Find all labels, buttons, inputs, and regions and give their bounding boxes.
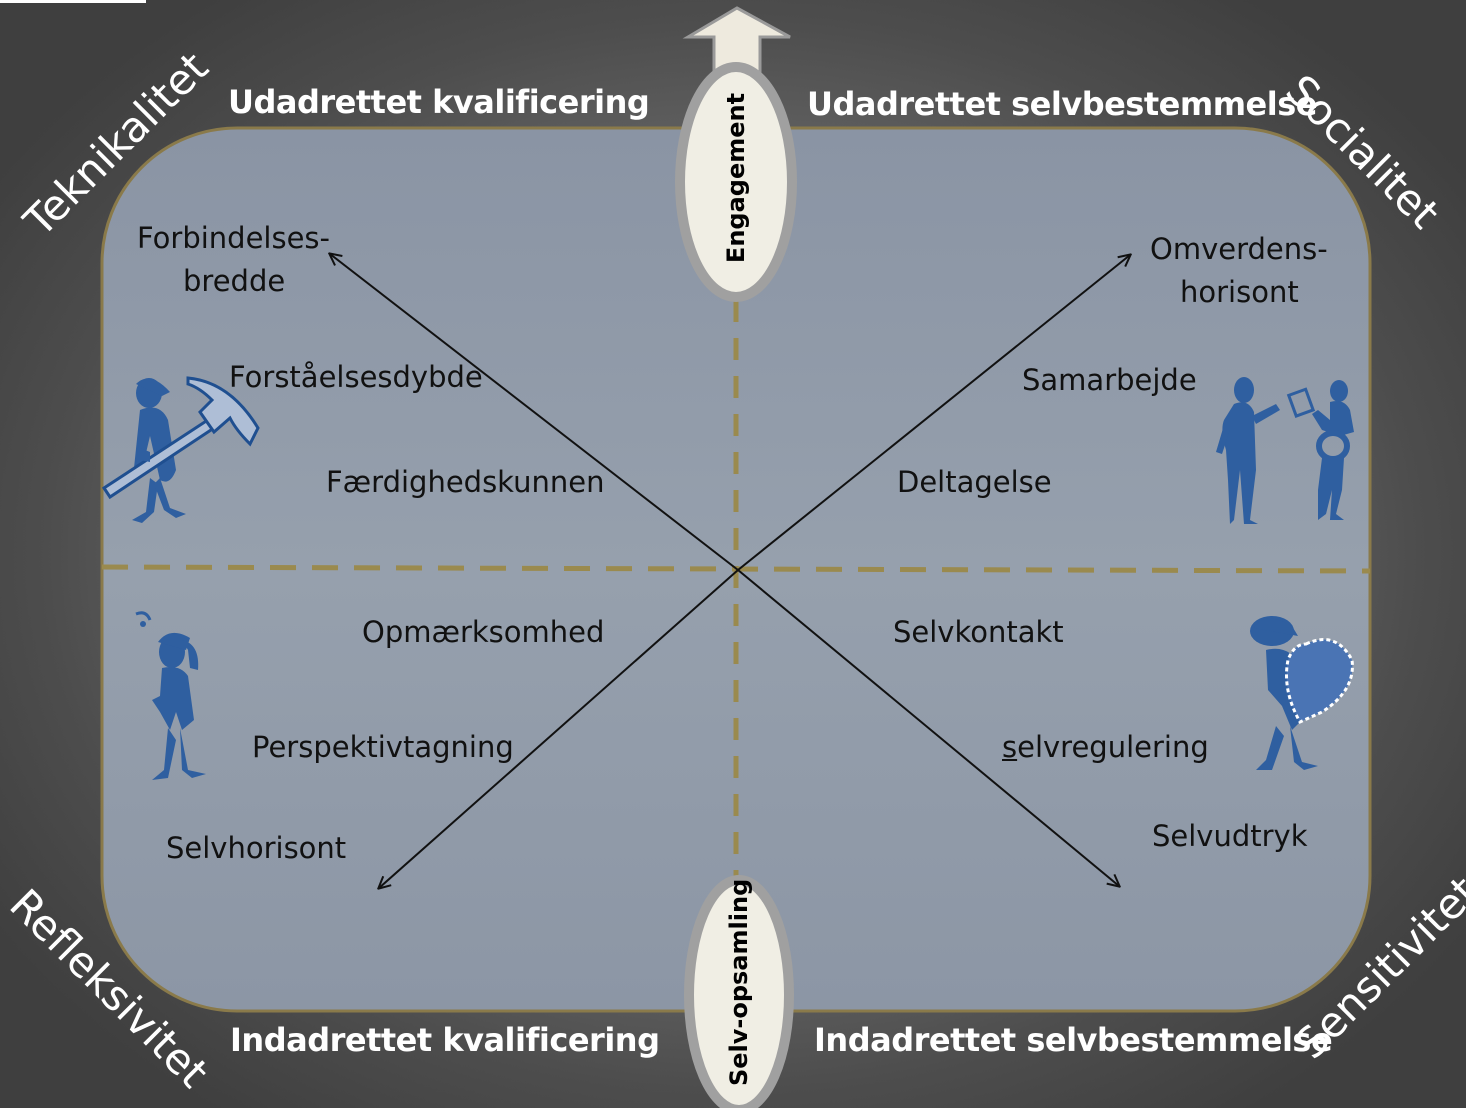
item-omverdens: Omverdens- <box>1150 232 1328 266</box>
arrow-to-selvudtryk <box>737 569 1119 886</box>
item-forstaelsesdybde: Forståelsesdybde <box>229 360 483 394</box>
item-selvkontakt: Selvkontakt <box>893 615 1064 649</box>
item-opmaerksomhed: Opmærksomhed <box>362 615 605 649</box>
item-deltagelse: Deltagelse <box>897 465 1052 499</box>
item-samarbejde: Samarbejde <box>1022 363 1197 397</box>
item-selvudtryk: Selvudtryk <box>1152 819 1308 853</box>
item-selvhorisont: Selvhorisont <box>166 831 347 865</box>
axis-label-engagement: Engagement <box>722 92 750 264</box>
people-collaborating-icon <box>1216 377 1354 524</box>
item-faerdighedskunnen: Færdighedskunnen <box>326 465 605 499</box>
up-arrow-icon <box>682 6 791 77</box>
arrow-to-selvhorisont <box>379 569 739 888</box>
person-holding-heart-icon <box>1250 616 1354 770</box>
worker-with-hammer-icon <box>101 376 260 523</box>
thinking-person-icon <box>135 611 206 780</box>
arrow-to-forbindelsesbredde <box>330 254 739 571</box>
item-horisont: horisont <box>1180 275 1299 309</box>
engagement-ellipse <box>675 62 797 302</box>
arrow-to-omverdenshorisont <box>737 255 1130 571</box>
item-bredde: bredde <box>183 264 286 298</box>
quadrant-title-bottom-left: Indadrettet kvalificering <box>230 1021 660 1059</box>
item-selvregulering: selvregulering <box>1002 730 1209 764</box>
selv-opsamling-ellipse <box>684 875 794 1108</box>
axis-label-selv-opsamling: Selv-opsamling <box>725 878 753 1086</box>
top-edge-tab <box>0 0 146 3</box>
item-forbindelses: Forbindelses- <box>137 221 330 255</box>
quadrant-title-top-left: Udadrettet kvalificering <box>228 83 650 121</box>
quadrant-title-top-right: Udadrettet selvbestemmelse <box>807 85 1317 123</box>
item-perspektivtagning: Perspektivtagning <box>252 730 514 764</box>
quadrant-title-bottom-right: Indadrettet selvbestemmelse <box>814 1021 1333 1059</box>
